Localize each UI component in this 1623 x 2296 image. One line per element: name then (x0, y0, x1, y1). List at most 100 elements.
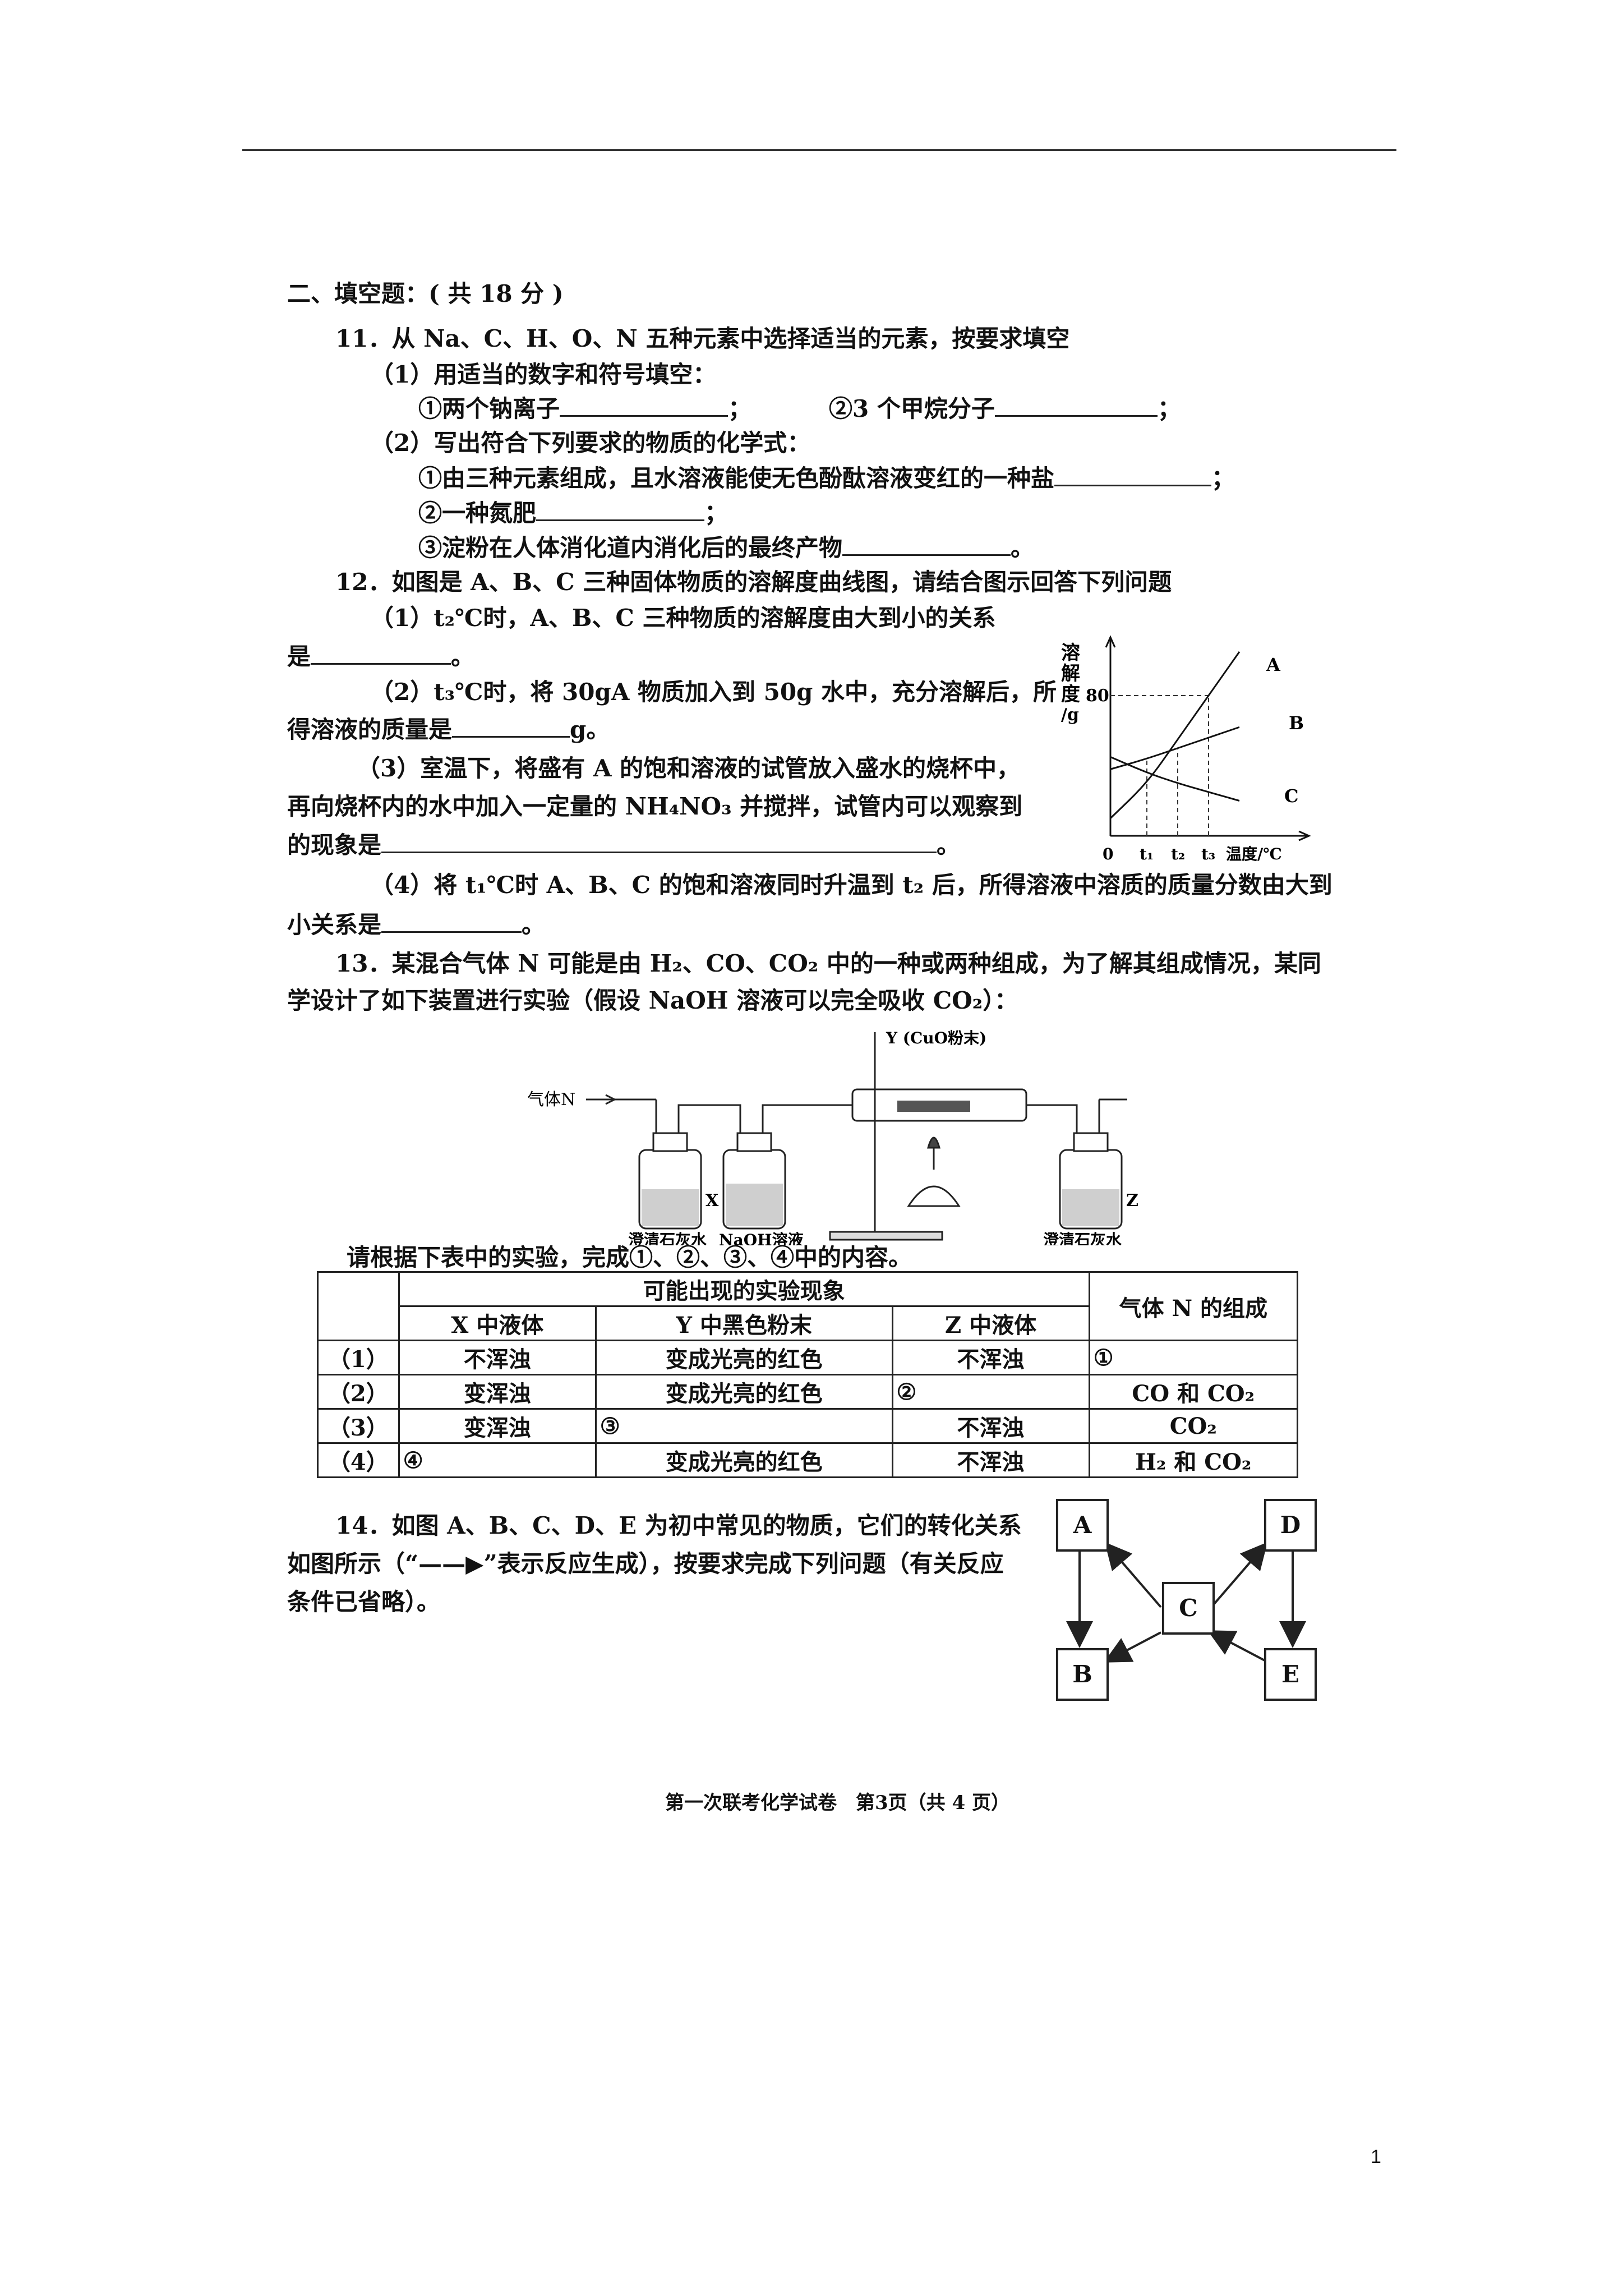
experiment-table: 可能出现的实验现象 气体 N 的组成 X 中液体 Y 中黑色粉末 Z 中液体 （… (317, 1271, 1299, 1478)
cell-z-blank[interactable]: ② (891, 1374, 1090, 1410)
answer-blank[interactable] (381, 909, 522, 933)
cell-n: CO₂ (1088, 1408, 1299, 1444)
cell-n: H₂ 和 CO₂ (1088, 1442, 1299, 1478)
x-tick-t3: t₃ (1201, 845, 1215, 863)
cell-y-blank[interactable]: ③ (594, 1408, 893, 1444)
q12-part1a: （1）t₂℃时，A、B、C 三种物质的溶解度由大到小的关系 (370, 604, 996, 632)
x-tick-0: 0 (1103, 845, 1113, 863)
cell-x: 变浑浊 (398, 1374, 597, 1410)
curve-b (1110, 726, 1240, 770)
answer-blank[interactable] (842, 532, 1011, 556)
row-number: （2） (317, 1374, 400, 1410)
bottle-x (638, 1132, 702, 1230)
table-row: （3） 变浑浊 ③ 不浑浊 CO₂ (317, 1408, 1299, 1444)
cell-y: 变成光亮的红色 (594, 1340, 893, 1375)
q11-part1b: ②3 个甲烷分子； (829, 393, 1181, 425)
x-label: X (706, 1191, 719, 1211)
combustion-tube (829, 1032, 1027, 1241)
x-axis-label: 温度/℃ (1226, 845, 1282, 863)
table-row: （4） ④ 变成光亮的红色 不浑浊 H₂ 和 CO₂ (317, 1442, 1299, 1478)
q14-line-1: 14．如图 A、B、C、D、E 为初中常见的物质，它们的转化关系 (335, 1512, 1022, 1539)
series-label-b: B (1289, 712, 1304, 734)
bottle-naoh (722, 1132, 786, 1230)
q11-part2a: ①由三种元素组成，且水溶液能使无色酚酞溶液变红的一种盐； (418, 462, 1235, 494)
conversion-arrows (1066, 1542, 1306, 1663)
y-label-2: 解 (1061, 662, 1080, 685)
page-number: 1 (1371, 2146, 1381, 2168)
node-a: A (1056, 1499, 1109, 1552)
apparatus-diagram: 气体N Y (CuO粉末) X Z 澄清石 (527, 1029, 1138, 1245)
table-row: （2） 变浑浊 变成光亮的红色 ② CO 和 CO₂ (317, 1374, 1299, 1410)
chart-curves (1109, 651, 1241, 819)
table-col-y: Y 中黑色粉末 (594, 1305, 893, 1341)
bottle2-label: NaOH溶液 (719, 1231, 804, 1245)
row-number: （1） (317, 1340, 400, 1375)
answer-blank[interactable] (560, 393, 728, 417)
node-b: B (1056, 1648, 1109, 1701)
z-label: Z (1126, 1191, 1138, 1211)
row-number: （3） (317, 1408, 400, 1444)
header-rule (242, 149, 1396, 151)
q13-stem-2: 学设计了如下装置进行实验（假设 NaOH 溶液可以完全吸收 CO₂）： (287, 987, 1018, 1014)
q13-instruction: 请根据下表中的实验，完成①、②、③、④中的内容。 (347, 1244, 912, 1271)
q11-part1: （1）用适当的数字和符号填空： (370, 361, 717, 388)
curve-c (1110, 756, 1240, 802)
curve-a (1109, 651, 1241, 819)
q12-part2a: （2）t₃℃时，将 30gA 物质加入到 50g 水中，充分溶解后，所 (370, 678, 1057, 706)
cell-z: 不浑浊 (891, 1442, 1090, 1478)
alcohol-lamp (907, 1137, 961, 1207)
series-label-c: C (1284, 785, 1298, 807)
solubility-chart: 溶 解 度 /g 80 0 t₁ t₂ t₃ 温度/℃ A B C (1061, 635, 1311, 863)
q12-part3a: （3）室温下，将盛有 A 的饱和溶液的试管放入盛水的烧杯中， (357, 754, 1021, 782)
cell-z: 不浑浊 (891, 1408, 1090, 1444)
y-tick-label: 80 (1086, 686, 1109, 706)
series-label-a: A (1266, 654, 1281, 675)
q12-part3c: 的现象是。 (287, 829, 960, 861)
answer-blank[interactable] (311, 641, 451, 665)
node-c: C (1162, 1582, 1215, 1635)
table-corner (317, 1271, 400, 1341)
bottle3-label: 澄清石灰水 (1043, 1231, 1122, 1245)
q12-part1b: 是。 (287, 641, 474, 673)
table-col-n: 气体 N 的组成 (1088, 1271, 1299, 1341)
q11-part2c: ③淀粉在人体消化道内消化后的最终产物。 (418, 532, 1034, 564)
answer-blank[interactable] (452, 714, 570, 738)
answer-blank[interactable] (1054, 462, 1212, 486)
cell-n: CO 和 CO₂ (1088, 1374, 1299, 1410)
row-number: （4） (317, 1442, 400, 1478)
q11-part2: （2）写出符合下列要求的物质的化学式： (370, 429, 811, 457)
answer-blank[interactable] (536, 497, 705, 521)
q11-stem: 11．从 Na、C、H、O、N 五种元素中选择适当的元素，按要求填空 (335, 325, 1070, 352)
answer-blank[interactable] (994, 393, 1158, 417)
cell-x: 变浑浊 (398, 1408, 597, 1444)
page-footer: 第一次联考化学试卷 第3页（共 4 页） (665, 1792, 1010, 1814)
cell-n-blank[interactable]: ① (1088, 1340, 1299, 1375)
answer-blank[interactable] (381, 829, 937, 853)
q11-part2b: ②一种氮肥； (418, 497, 728, 529)
q12-part3b: 再向烧杯内的水中加入一定量的 NH₄NO₃ 并搅拌，试管内可以观察到 (287, 793, 1023, 820)
bottle-z (1059, 1132, 1123, 1230)
y-label-4: /g (1061, 705, 1079, 725)
y-label-1: 溶 (1061, 642, 1080, 664)
q13-stem-1: 13．某混合气体 N 可能是由 H₂、CO、CO₂ 中的一种或两种组成，为了解其… (335, 950, 1321, 977)
q11-part1a: ①两个钠离子； (418, 393, 751, 425)
node-e: E (1264, 1648, 1317, 1701)
q14-line-2: 如图所示（“——▶”表示反应生成），按要求完成下列问题（有关反应 (287, 1550, 1004, 1577)
cell-y: 变成光亮的红色 (594, 1442, 893, 1478)
table-subheader-row: X 中液体 Y 中黑色粉末 Z 中液体 (318, 1305, 1298, 1341)
table-col-x: X 中液体 (398, 1305, 597, 1341)
q14-line-3: 条件已省略）。 (287, 1588, 441, 1616)
y-label-3: 度 (1061, 683, 1080, 706)
bottle1-label: 澄清石灰水 (628, 1231, 707, 1245)
table-group-header: 可能出现的实验现象 (398, 1271, 1090, 1307)
cell-x: 不浑浊 (398, 1340, 597, 1375)
table-row: （1） 不浑浊 变成光亮的红色 不浑浊 ① (317, 1340, 1299, 1375)
q12-part4b: 小关系是。 (287, 909, 545, 941)
node-d: D (1264, 1499, 1317, 1552)
table-col-z: Z 中液体 (891, 1305, 1090, 1341)
cell-y: 变成光亮的红色 (594, 1374, 893, 1410)
cell-x-blank[interactable]: ④ (398, 1442, 597, 1478)
y-label: Y (CuO粉末) (886, 1029, 986, 1047)
x-tick-t1: t₁ (1140, 845, 1154, 863)
